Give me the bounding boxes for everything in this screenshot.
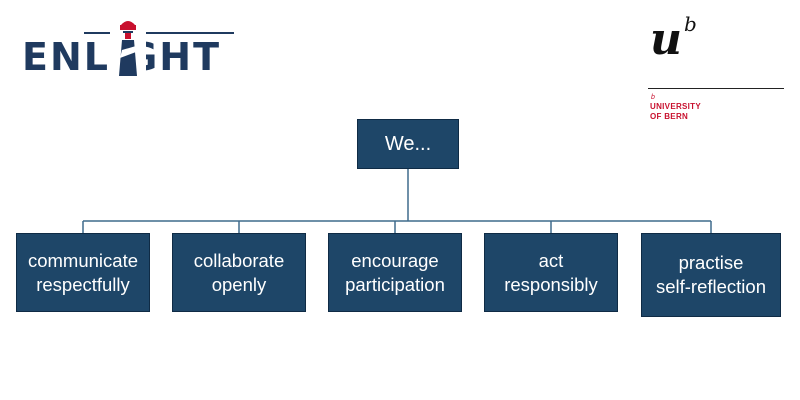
- root-node-label: We...: [384, 133, 432, 155]
- child-node-communicate-respectfully: communicate respectfully: [16, 233, 150, 312]
- child-node-line2: responsibly: [504, 273, 598, 295]
- child-node-line1: collaborate: [193, 249, 285, 271]
- root-node: We...: [357, 119, 459, 169]
- child-node-line2: respectfully: [36, 273, 130, 295]
- enlight-logo: ENLIGHT: [22, 16, 242, 84]
- child-node-line1: encourage: [351, 249, 439, 271]
- child-node-practise-self-reflection: practise self-reflection: [641, 233, 781, 317]
- child-node-encourage-participation: encourage participation: [328, 233, 462, 312]
- child-node-line2: openly: [211, 273, 267, 295]
- bern-logo-superscript: b: [684, 12, 697, 36]
- enlight-logo-rule: [84, 32, 234, 34]
- child-node-act-responsibly: act responsibly: [484, 233, 618, 312]
- bern-logo-name: UNIVERSITY OF BERN: [650, 102, 701, 122]
- child-node-line1: communicate: [27, 249, 138, 271]
- child-node-line1: practise: [678, 252, 744, 273]
- bern-logo-name-line2: OF BERN: [650, 112, 689, 121]
- lighthouse-icon: [110, 16, 146, 78]
- child-node-line2: self-reflection: [655, 276, 766, 297]
- bern-logo-small-b: b: [651, 94, 655, 101]
- bern-logo-rule: [648, 88, 784, 89]
- child-node-line1: act: [538, 249, 564, 271]
- child-node-collaborate-openly: collaborate openly: [172, 233, 306, 312]
- university-of-bern-logo: u b b UNIVERSITY OF BERN: [648, 14, 788, 124]
- child-node-line2: participation: [345, 273, 445, 295]
- bern-logo-u: u: [650, 14, 682, 65]
- bern-logo-name-line1: UNIVERSITY: [650, 102, 702, 111]
